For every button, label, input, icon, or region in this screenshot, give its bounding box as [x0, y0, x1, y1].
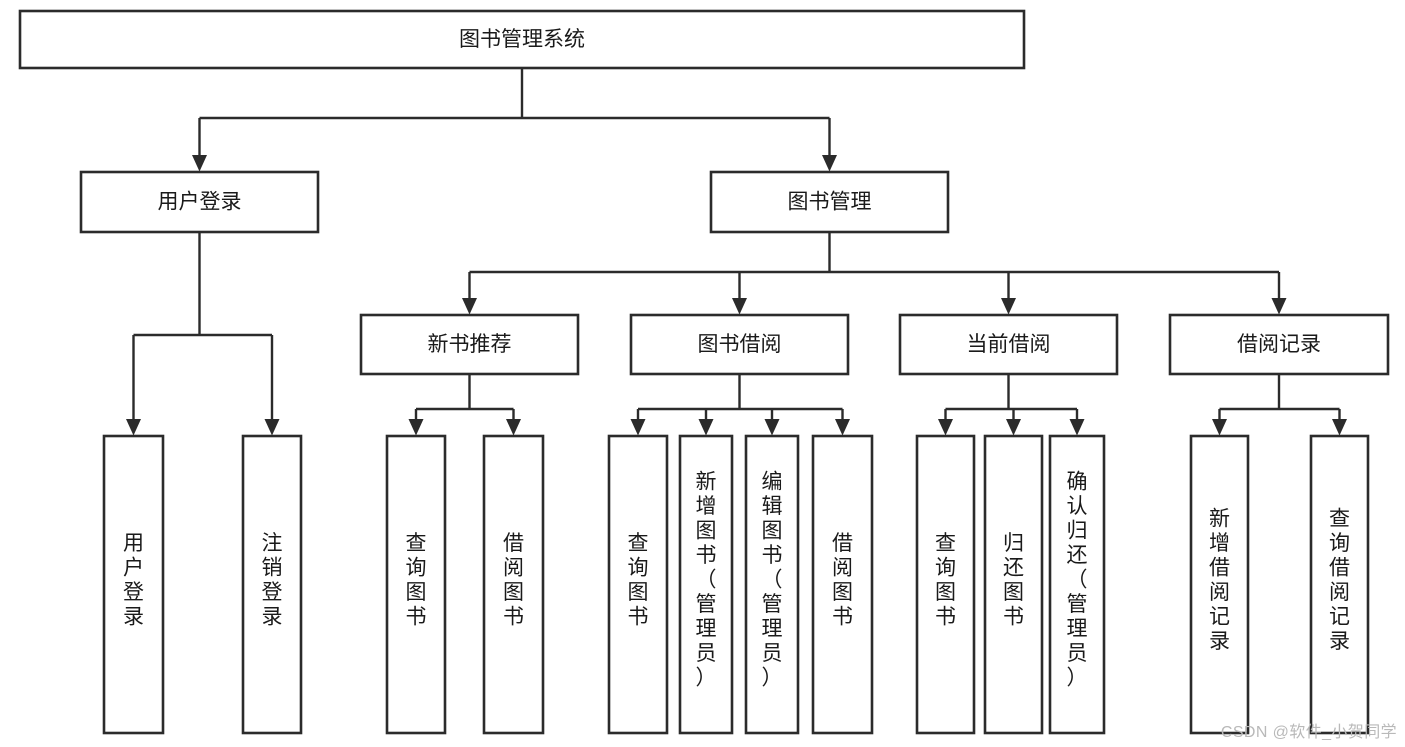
edge-4-to-leaves [1212, 374, 1347, 436]
leaf-node-label: 查询图书 [406, 532, 427, 629]
level3-node-4[interactable]: 借阅记录 [1168, 313, 1390, 376]
level3-node-label: 新书推荐 [428, 333, 512, 356]
leaf-node-box[interactable] [1048, 434, 1106, 735]
level2-node-box[interactable] [79, 170, 320, 234]
leaf-node-label: 注销登录 [262, 532, 283, 629]
level3-node-1[interactable]: 新书推荐 [359, 313, 580, 376]
leaf-node-box[interactable] [915, 434, 976, 735]
leaf-node-4[interactable]: 借阅图书 [482, 434, 545, 735]
level2-node-box[interactable] [709, 170, 950, 234]
edge-userlogin-to-leaves [126, 232, 280, 436]
leaf-node-12[interactable]: 新增借阅记录 [1189, 434, 1250, 735]
leaf-node-1[interactable]: 用户登录 [102, 434, 165, 735]
edge-3-to-leaves [938, 374, 1085, 436]
leaf-node-box[interactable] [744, 434, 800, 735]
leaf-node-7[interactable]: 编辑图书（管理员） [744, 434, 800, 735]
node-boxes: 图书管理系统用户登录图书管理新书推荐图书借阅当前借阅借阅记录用户登录注销登录查询… [18, 9, 1390, 735]
leaf-node-box[interactable] [241, 434, 303, 735]
edge-root-to-level2 [192, 68, 837, 172]
leaf-node-label: 编辑图书（管理员） [762, 471, 783, 690]
edge-bookmgmt-to-level3 [462, 232, 1287, 315]
level3-node-label: 图书借阅 [698, 333, 782, 356]
leaf-node-label: 查询借阅记录 [1329, 507, 1350, 653]
leaf-node-box[interactable] [607, 434, 669, 735]
level3-node-box[interactable] [359, 313, 580, 376]
level3-node-label: 当前借阅 [967, 333, 1051, 356]
leaf-node-2[interactable]: 注销登录 [241, 434, 303, 735]
root-node-1[interactable]: 图书管理系统 [18, 9, 1026, 70]
level3-node-box[interactable] [898, 313, 1119, 376]
level3-node-box[interactable] [1168, 313, 1390, 376]
leaf-node-box[interactable] [385, 434, 447, 735]
connector-edges [126, 68, 1347, 436]
leaf-node-label: 借阅图书 [503, 532, 524, 629]
leaf-node-9[interactable]: 查询图书 [915, 434, 976, 735]
leaf-node-box[interactable] [983, 434, 1044, 735]
leaf-node-11[interactable]: 确认归还（管理员） [1048, 434, 1106, 735]
level2-node-2[interactable]: 图书管理 [709, 170, 950, 234]
leaf-node-box[interactable] [102, 434, 165, 735]
leaf-node-3[interactable]: 查询图书 [385, 434, 447, 735]
level2-node-label: 图书管理 [788, 191, 872, 214]
leaf-node-label: 归还图书 [1003, 532, 1024, 629]
level3-node-box[interactable] [629, 313, 850, 376]
leaf-node-label: 新增借阅记录 [1209, 507, 1230, 653]
leaf-node-label: 查询图书 [935, 532, 956, 629]
leaf-node-13[interactable]: 查询借阅记录 [1309, 434, 1370, 735]
leaf-node-box[interactable] [1309, 434, 1370, 735]
root-node-label: 图书管理系统 [459, 28, 585, 51]
edge-2-to-leaves [630, 374, 850, 436]
leaf-node-5[interactable]: 查询图书 [607, 434, 669, 735]
leaf-node-label: 用户登录 [123, 532, 144, 629]
leaf-node-8[interactable]: 借阅图书 [811, 434, 874, 735]
edge-1-to-leaves [408, 374, 521, 436]
level2-node-label: 用户登录 [158, 191, 242, 214]
leaf-node-6[interactable]: 新增图书（管理员） [678, 434, 734, 735]
leaf-node-label: 查询图书 [628, 532, 649, 629]
leaf-node-label: 借阅图书 [832, 532, 853, 629]
leaf-node-10[interactable]: 归还图书 [983, 434, 1044, 735]
level2-node-1[interactable]: 用户登录 [79, 170, 320, 234]
leaf-node-box[interactable] [678, 434, 734, 735]
leaf-node-label: 新增图书（管理员） [696, 471, 717, 690]
leaf-node-box[interactable] [1189, 434, 1250, 735]
level3-node-label: 借阅记录 [1237, 333, 1321, 356]
leaf-node-label: 确认归还（管理员） [1067, 471, 1088, 690]
level3-node-3[interactable]: 当前借阅 [898, 313, 1119, 376]
level3-node-2[interactable]: 图书借阅 [629, 313, 850, 376]
root-node-box[interactable] [18, 9, 1026, 70]
leaf-node-box[interactable] [811, 434, 874, 735]
leaf-node-box[interactable] [482, 434, 545, 735]
